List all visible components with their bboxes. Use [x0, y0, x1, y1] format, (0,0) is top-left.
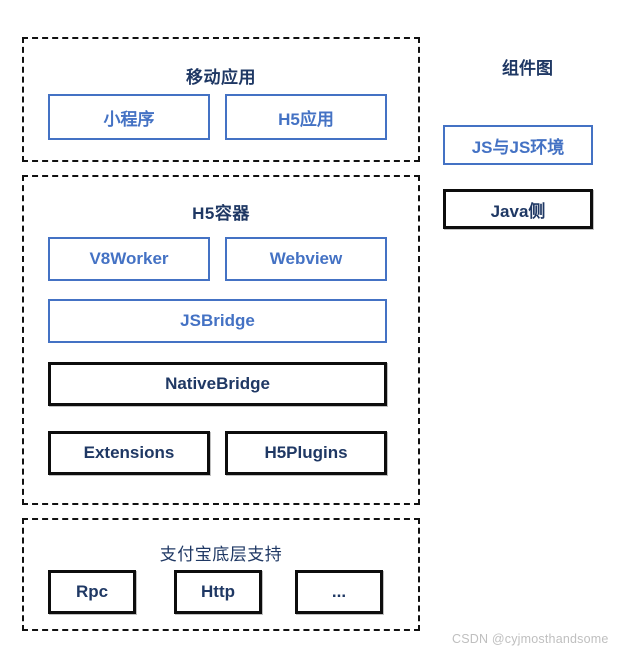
group-title-mobile-application: 移动应用 [186, 68, 256, 87]
watermark-text: CSDN @cyjmosthandsome [452, 632, 609, 646]
legend-panel: 组件图 JS与JS环境 Java侧 [440, 37, 615, 237]
component-box-v8worker[interactable]: V8Worker [48, 237, 210, 281]
component-box-extensions[interactable]: Extensions [48, 431, 210, 475]
legend-title: 组件图 [502, 59, 553, 78]
component-box-webview[interactable]: Webview [225, 237, 387, 281]
component-box-more[interactable]: ... [295, 570, 383, 614]
legend-item-js-environment: JS与JS环境 [443, 125, 593, 165]
group-title-alipay-base-support: 支付宝底层支持 [159, 545, 283, 564]
component-box-rpc[interactable]: Rpc [48, 570, 136, 614]
component-box-http[interactable]: Http [174, 570, 262, 614]
component-box-nativebridge[interactable]: NativeBridge [48, 362, 387, 406]
component-box-miniprogram[interactable]: 小程序 [48, 94, 210, 140]
legend-item-java-side: Java侧 [443, 189, 593, 229]
group-title-h5-container: H5容器 [192, 204, 250, 223]
component-box-jsbridge[interactable]: JSBridge [48, 299, 387, 343]
component-box-h5plugins[interactable]: H5Plugins [225, 431, 387, 475]
component-box-h5-app[interactable]: H5应用 [225, 94, 387, 140]
